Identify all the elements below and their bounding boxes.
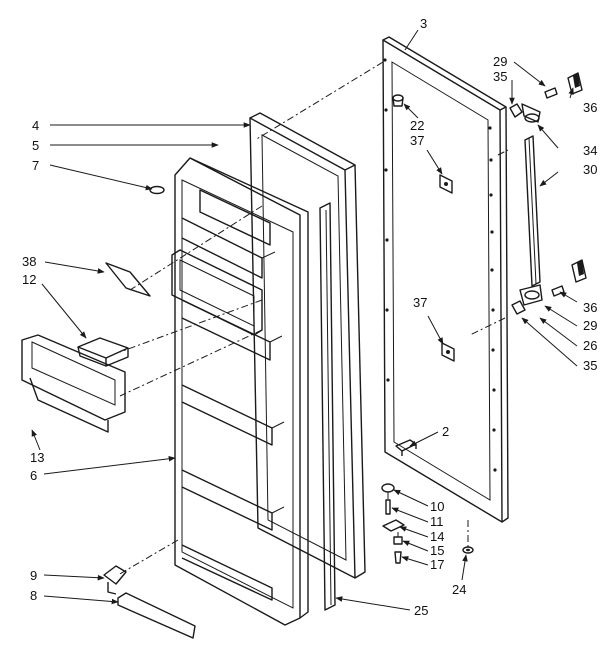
- upper-hinge: [509, 72, 583, 123]
- label-11: 11: [430, 514, 444, 529]
- label-22: 22: [410, 118, 424, 133]
- hinge-spring-rod: [524, 135, 541, 287]
- panel-clip-lower: [441, 342, 455, 362]
- outer-door-panel: [382, 36, 509, 523]
- label-14: 14: [430, 529, 444, 544]
- label-13: 13: [30, 450, 44, 465]
- label-12: 12: [22, 272, 36, 287]
- alignment-lines: [117, 61, 509, 576]
- door-gasket: [249, 112, 366, 579]
- label-4: 4: [32, 118, 39, 133]
- label-15: 15: [430, 543, 444, 558]
- lower-hinge: [511, 259, 587, 315]
- label-25: 25: [414, 603, 428, 618]
- door-handle-bar: [117, 592, 196, 639]
- label-37-top: 37: [410, 133, 424, 148]
- label-34: 34: [583, 143, 597, 158]
- label-3: 3: [420, 16, 427, 31]
- label-6: 6: [30, 468, 37, 483]
- door-liner: [171, 157, 309, 626]
- label-7: 7: [32, 158, 39, 173]
- label-plate: [105, 262, 151, 297]
- label-10: 10: [430, 499, 444, 514]
- label-38: 38: [22, 254, 36, 269]
- label-36-lower: 36: [583, 300, 597, 315]
- side-seal-strip: [319, 202, 336, 611]
- label-30: 30: [583, 162, 597, 177]
- label-24: 24: [452, 582, 466, 597]
- handle-bracket: [103, 565, 127, 595]
- label-5: 5: [32, 138, 39, 153]
- label-36-top: 36: [583, 100, 597, 115]
- label-17: 17: [430, 557, 444, 572]
- part-labels: 3 29 35 36 22 37 34 30 4 5 7 38 12 36 29…: [22, 16, 597, 618]
- bottom-hardware: [381, 483, 474, 564]
- panel-clip-upper: [439, 174, 453, 194]
- label-37-lower: 37: [413, 295, 427, 310]
- callout-leaders: [31, 29, 578, 611]
- dispenser-trim: [21, 334, 126, 433]
- label-35-lower: 35: [583, 358, 597, 373]
- label-9: 9: [30, 568, 37, 583]
- label-2: 2: [442, 424, 449, 439]
- label-8: 8: [30, 588, 37, 603]
- drip-tray: [77, 337, 129, 367]
- door-bumper: [392, 94, 404, 107]
- plug-button: [149, 185, 165, 195]
- label-29-top: 29: [493, 54, 507, 69]
- label-26: 26: [583, 338, 597, 353]
- label-35-top: 35: [493, 69, 507, 84]
- label-29-lower: 29: [583, 318, 597, 333]
